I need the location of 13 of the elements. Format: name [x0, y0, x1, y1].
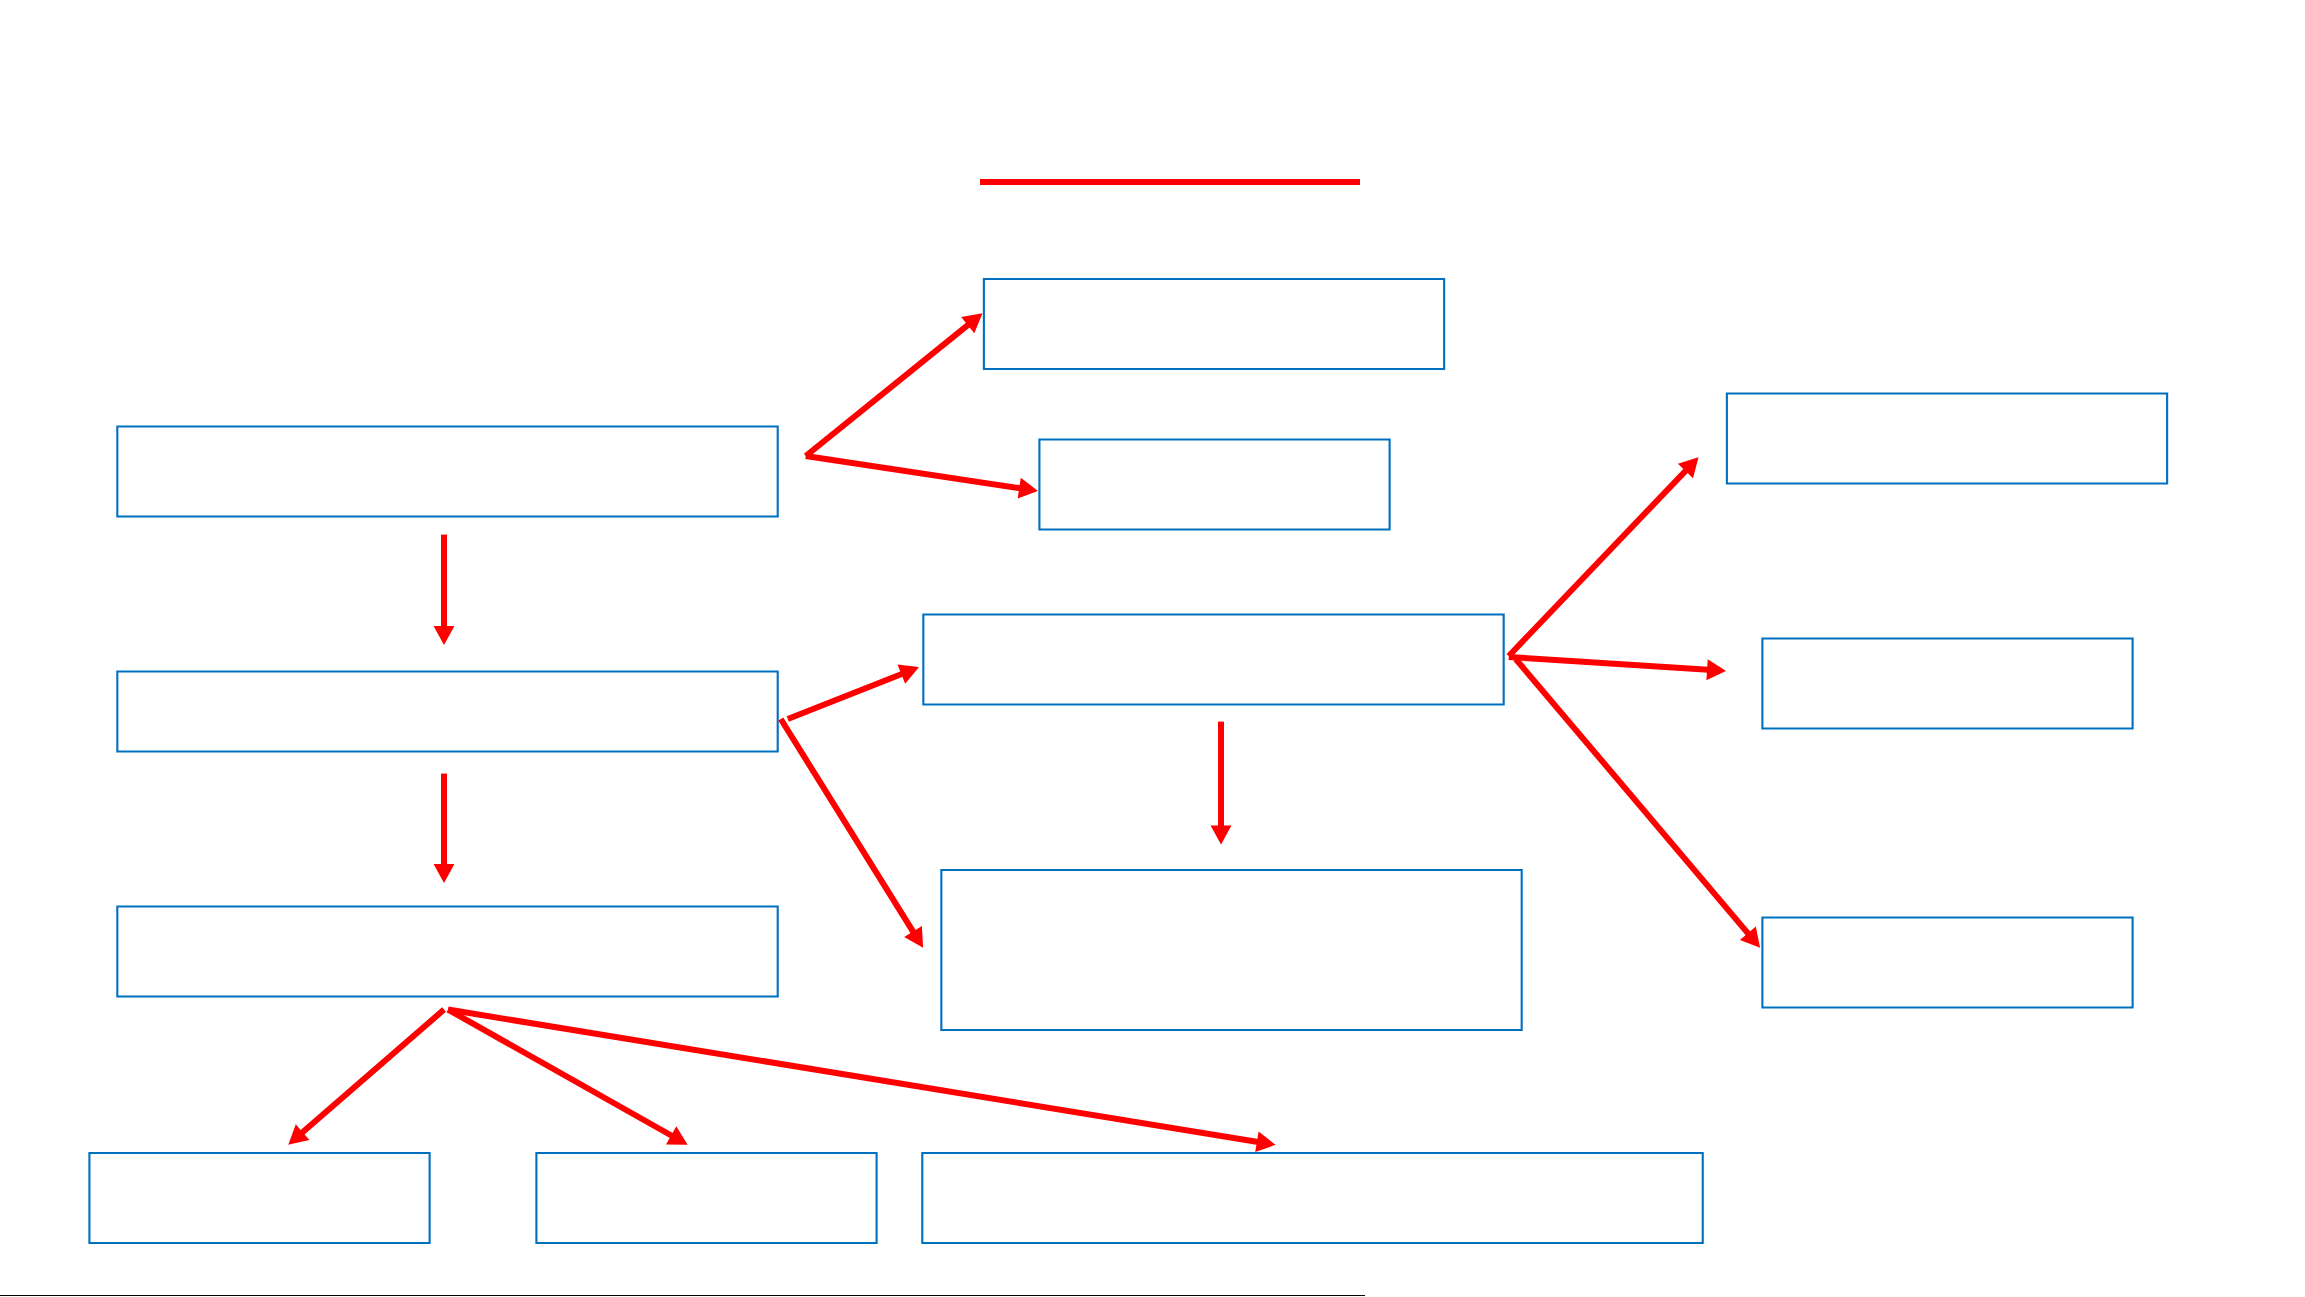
- box: [921, 1151, 1704, 1245]
- box: [116, 670, 779, 753]
- box: [1038, 438, 1391, 531]
- box: [922, 613, 1505, 706]
- box: [116, 905, 779, 998]
- box: [88, 1151, 431, 1245]
- box: [1725, 392, 2169, 485]
- box: [535, 1151, 878, 1245]
- box: [940, 868, 1523, 1032]
- box: [1761, 637, 2134, 730]
- box: [982, 277, 1446, 371]
- box: [1761, 916, 2134, 1009]
- box: [116, 425, 779, 518]
